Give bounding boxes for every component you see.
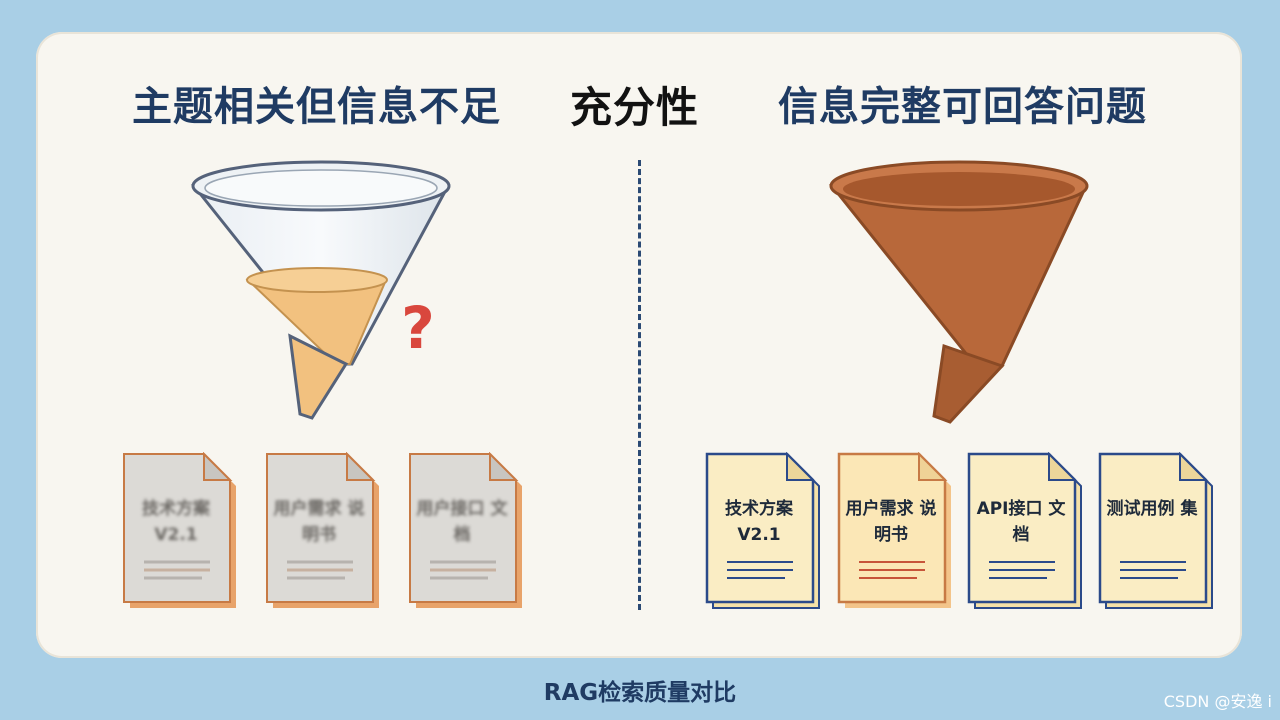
left-heading: 主题相关但信息不足 xyxy=(132,84,501,130)
document-card: 用户接口 文档 xyxy=(408,452,528,608)
center-divider xyxy=(638,160,641,610)
document-card: 技术方案 V2.1 xyxy=(705,452,825,609)
document-title: 用户需求 说明书 xyxy=(845,499,937,545)
glass-funnel-partial-icon xyxy=(190,160,451,420)
document-card: 测试用例 集 xyxy=(1098,452,1218,609)
document-card: 用户需求 说明书 xyxy=(837,452,957,608)
document-title: 用户需求 说明书 xyxy=(273,499,365,545)
center-heading: 充分性 xyxy=(570,83,700,132)
full-funnel-icon xyxy=(828,160,1089,424)
document-card: 用户需求 说明书 xyxy=(265,452,385,608)
document-title: 技术方案 V2.1 xyxy=(142,499,210,545)
document-title: 用户接口 文档 xyxy=(416,499,508,545)
document-card: 技术方案 V2.1 xyxy=(122,452,242,608)
document-title: API接口 文档 xyxy=(976,499,1066,545)
right-heading: 信息完整可回答问题 xyxy=(778,84,1147,130)
watermark: CSDN @安逸 i xyxy=(1163,692,1272,711)
footer-caption: RAG检索质量对比 xyxy=(543,680,737,706)
document-card: API接口 文档 xyxy=(967,452,1087,609)
document-title: 测试用例 集 xyxy=(1106,499,1198,519)
document-title: 技术方案 V2.1 xyxy=(725,499,793,545)
svg-text:?: ? xyxy=(401,294,435,360)
question-mark-icon: ? xyxy=(401,294,435,360)
